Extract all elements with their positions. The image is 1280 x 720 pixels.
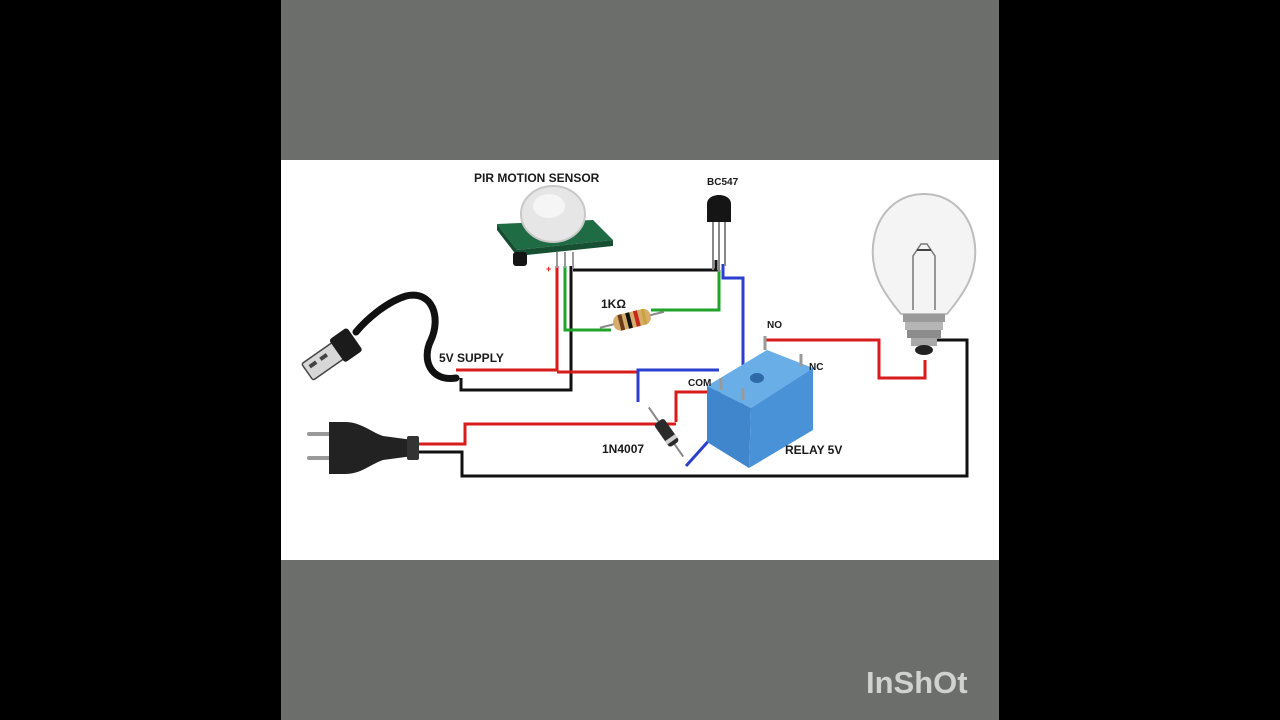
wire-resistor-to-base bbox=[651, 270, 721, 312]
wire-pir-ground bbox=[459, 266, 573, 392]
wire-pir-vcc bbox=[456, 266, 559, 372]
label-com: COM bbox=[688, 378, 711, 389]
mains-plug-icon bbox=[307, 422, 419, 474]
label-nc: NC bbox=[809, 362, 823, 373]
wire-bulb-neutral bbox=[417, 338, 969, 478]
transistor-icon bbox=[707, 195, 731, 272]
label-relay-5v: RELAY 5V bbox=[785, 443, 842, 457]
diode-icon bbox=[647, 406, 685, 458]
resistor-icon bbox=[599, 308, 665, 331]
wire-com bbox=[674, 390, 721, 422]
label-5v-supply: 5V SUPPLY bbox=[439, 351, 504, 365]
wire-pir-out bbox=[563, 266, 611, 332]
wire-blue-diode bbox=[636, 368, 719, 402]
usb-plug-icon bbox=[301, 291, 460, 382]
label-resistor: 1KΩ bbox=[601, 297, 626, 311]
label-pir-motion-sensor: PIR MOTION SENSOR bbox=[474, 171, 600, 185]
inshot-watermark: InShOt bbox=[866, 665, 968, 700]
wire-supply-to-relay bbox=[557, 370, 640, 400]
label-plus: + bbox=[546, 264, 551, 274]
circuit-svg: PIR MOTION SENSOR BC547 1KΩ 5V SUPPLY NO… bbox=[301, 171, 977, 478]
pir-sensor-icon bbox=[497, 185, 613, 268]
wire-pir-to-emitter bbox=[573, 260, 718, 272]
relay-icon bbox=[707, 336, 813, 468]
wire-mains-live bbox=[417, 422, 676, 446]
label-no: NO bbox=[767, 320, 782, 331]
light-bulb-icon bbox=[871, 192, 977, 355]
circuit-diagram: PIR MOTION SENSOR BC547 1KΩ 5V SUPPLY NO… bbox=[281, 160, 999, 560]
wire-collector-to-coil bbox=[721, 264, 745, 392]
label-bc547: BC547 bbox=[707, 177, 739, 188]
label-1n4007: 1N4007 bbox=[602, 442, 644, 456]
